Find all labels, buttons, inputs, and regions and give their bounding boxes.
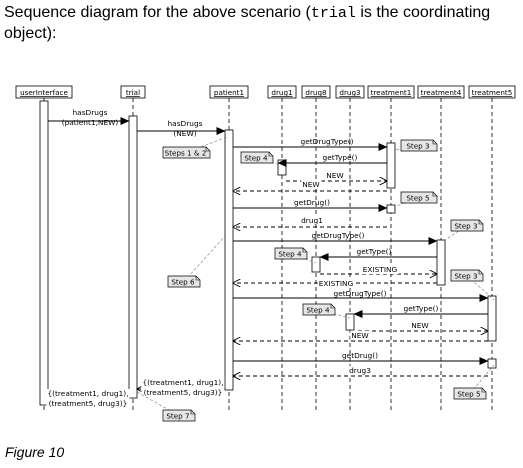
message-label-5: NEW xyxy=(302,180,320,189)
message-label-4: NEW xyxy=(326,171,344,180)
message-label-18: {(treatment1, drug1),(treatment5, drug3)… xyxy=(142,378,223,397)
message-label-bg-17 xyxy=(348,366,373,375)
message-label-0: hasDrugs(patient1,NEW) xyxy=(62,108,119,127)
note-connector-3 xyxy=(393,197,420,208)
message-label-12: getDrugType() xyxy=(334,289,387,298)
message-label-16: getDrug() xyxy=(342,351,378,360)
activation-bar-t5-8 xyxy=(487,295,497,342)
note-label-6: Step 6 xyxy=(171,277,195,286)
activation-bar-t4-6 xyxy=(436,239,446,286)
note-connector-10 xyxy=(136,391,180,416)
activation-bar-ui-0 xyxy=(39,100,49,406)
message-label-17: drug3 xyxy=(349,366,371,375)
activation-bar-t1-3 xyxy=(386,142,396,189)
message-label-10: EXISTING xyxy=(363,265,398,274)
message-label-bg-19 xyxy=(46,389,130,408)
note-label-3: Step 5 xyxy=(406,193,429,202)
note-box-9 xyxy=(453,387,487,400)
message-label-bg-18 xyxy=(141,378,225,397)
heading-code: trial xyxy=(310,5,356,22)
note-fold-4 xyxy=(478,220,483,225)
message-label-15: NEW xyxy=(351,331,369,340)
note-fold-2 xyxy=(268,152,273,157)
message-label-19: {(treatment1, drug1),(treatment5, drug3)… xyxy=(47,389,128,408)
message-label-8: getDrugType() xyxy=(312,231,365,240)
message-label-bg-11 xyxy=(317,279,355,288)
lifeline-label-t4: treatment4 xyxy=(421,88,462,97)
note-box-3 xyxy=(400,191,438,204)
activation-bar-drug3-9 xyxy=(345,313,355,331)
message-label-bg-10 xyxy=(361,265,399,274)
note-box-2 xyxy=(240,151,274,164)
note-connector-5 xyxy=(290,253,317,264)
note-box-4 xyxy=(450,219,484,232)
diagram-heading: Sequence diagram for the above scenario … xyxy=(4,3,519,44)
heading-prefix: Sequence diagram for the above scenario … xyxy=(4,4,311,21)
note-connector-6 xyxy=(183,234,227,282)
lifeline-label-patient: patient1 xyxy=(214,88,244,97)
activation-bar-drug8-7 xyxy=(311,256,321,273)
message-label-3: getType() xyxy=(323,153,358,162)
message-label-bg-5 xyxy=(301,180,322,189)
note-fold-8 xyxy=(330,304,335,309)
note-fold-3 xyxy=(432,192,437,197)
lifeline-label-ui: userInterface xyxy=(20,88,68,97)
message-label-14: NEW xyxy=(411,321,429,330)
note-label-0: Steps 1 & 2 xyxy=(165,148,207,157)
lifeline-label-drug1: drug1 xyxy=(271,88,292,97)
lifeline-label-t5: treatment5 xyxy=(472,88,513,97)
note-label-8: Step 4 xyxy=(306,305,330,314)
activation-bar-patient-2 xyxy=(224,129,234,391)
lifeline-label-drug3: drug3 xyxy=(339,88,360,97)
note-fold-9 xyxy=(481,388,486,393)
message-label-7: drug1 xyxy=(301,216,323,225)
note-fold-1 xyxy=(432,140,437,145)
message-label-bg-15 xyxy=(350,331,371,340)
message-label-bg-7 xyxy=(300,216,325,225)
note-box-0 xyxy=(162,146,211,159)
note-label-4: Step 3 xyxy=(454,221,477,230)
message-label-bg-14 xyxy=(410,321,431,330)
message-label-1: hasDrugs(NEW) xyxy=(167,119,202,138)
message-label-11: EXISTING xyxy=(319,279,354,288)
message-label-13: getType() xyxy=(404,304,439,313)
note-label-10: Step 7 xyxy=(166,411,189,420)
sequence-diagram: userInterface trial patient1 drug1 drug8 drug… xyxy=(15,85,516,422)
lifeline-label-trial: trial xyxy=(126,88,140,97)
activation-bar-t1-5 xyxy=(386,204,396,214)
note-box-10 xyxy=(162,409,196,422)
note-box-1 xyxy=(400,139,438,152)
message-label-2: getDrugType() xyxy=(301,137,354,146)
note-connector-4 xyxy=(444,225,468,241)
message-label-bg-4 xyxy=(325,171,346,180)
note-box-8 xyxy=(302,303,336,316)
note-fold-6 xyxy=(195,276,200,281)
lifeline-label-drug8: drug8 xyxy=(305,88,327,97)
note-label-5: Step 4 xyxy=(278,249,302,258)
note-fold-10 xyxy=(190,410,195,415)
note-fold-0 xyxy=(205,147,210,152)
figure-caption: Figure 10 xyxy=(5,444,65,460)
message-label-6: getDrug() xyxy=(294,198,330,207)
note-label-2: Step 4 xyxy=(244,153,268,162)
heading-suffix: is the coordinating object): xyxy=(4,4,491,42)
note-fold-7 xyxy=(478,270,483,275)
activation-bar-trial-1 xyxy=(128,115,138,399)
message-label-9: getType() xyxy=(357,247,392,256)
note-box-7 xyxy=(450,269,484,282)
activation-bar-t5-10 xyxy=(487,358,497,369)
activation-bar-drug1-4 xyxy=(277,159,287,176)
note-box-5 xyxy=(274,247,308,260)
lifeline-label-t1: treatment1 xyxy=(371,88,412,97)
note-label-1: Step 3 xyxy=(406,141,429,150)
note-label-7: Step 3 xyxy=(454,271,477,280)
note-box-6 xyxy=(167,275,201,288)
note-fold-5 xyxy=(302,248,307,253)
note-label-9: Step 5 xyxy=(457,389,480,398)
